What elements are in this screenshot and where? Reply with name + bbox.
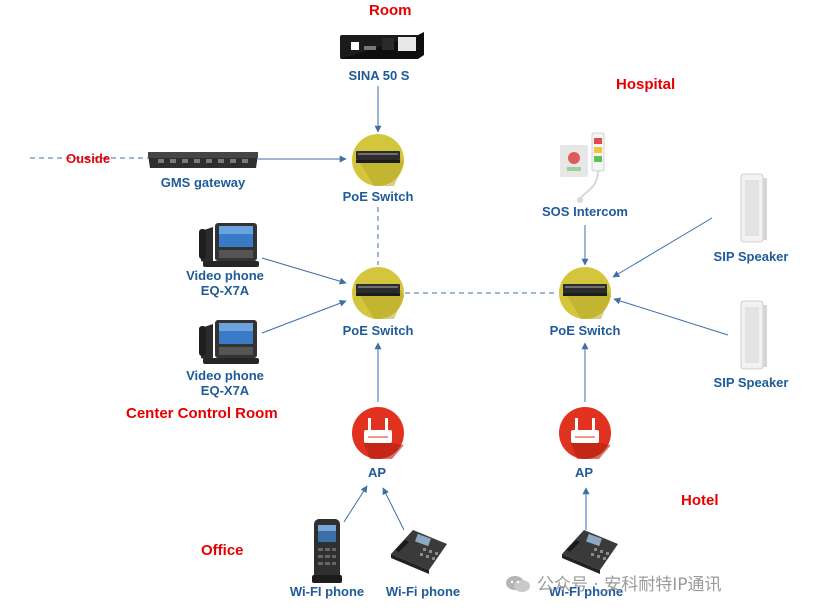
link-video1-to-switch [261, 257, 347, 285]
label-sip-speaker-2: SIP Speaker [713, 375, 789, 390]
zone-label-office: Office [201, 542, 244, 559]
label-ap-right: AP [574, 465, 594, 480]
video-phone-2-icon [199, 320, 259, 364]
zone-label-outside: Ouside [66, 151, 111, 166]
label-wifi-phone-1: Wi-FI phone [289, 584, 365, 599]
zone-label-hotel: Hotel [681, 492, 719, 509]
label-poe-switch-right: PoE Switch [549, 323, 621, 338]
label-poe-switch-top: PoE Switch [342, 189, 414, 204]
link-wifi2-to-ap [382, 487, 405, 531]
link-speaker1-to-switch [612, 217, 713, 278]
label-wifi-phone-3: Wi-FI phone [548, 584, 624, 599]
zone-label-hospital: Hospital [616, 76, 676, 93]
ap-right-icon [559, 407, 611, 459]
watermark-text: 公众号 · 安科耐特IP通讯 [537, 575, 722, 595]
label-gms-gateway: GMS gateway [160, 175, 246, 190]
link-speaker2-to-switch [613, 297, 729, 336]
sina-device-icon [340, 32, 424, 59]
sip-speaker-2-icon [740, 300, 768, 370]
wifi-desk-phone-1-icon [391, 530, 447, 574]
label-wifi-phone-2: Wi-Fi phone [385, 584, 461, 599]
link-wifi1-to-ap [343, 485, 368, 523]
sip-speaker-1-icon [740, 173, 768, 243]
sos-intercom-icon [560, 132, 605, 203]
label-video-phone-2: Video phone EQ-X7A [186, 368, 264, 398]
label-poe-switch-left: PoE Switch [342, 323, 414, 338]
label-sip-speaker-1: SIP Speaker [713, 249, 789, 264]
gms-gateway-icon [148, 152, 258, 168]
poe-switch-top-icon [352, 134, 404, 186]
zone-label-center-control-room: Center Control Room [126, 405, 278, 422]
wifi-desk-phone-2-icon [562, 530, 618, 574]
poe-switch-right-icon [559, 267, 611, 319]
wifi-handset-icon [312, 519, 342, 583]
video-phone-1-icon [199, 223, 259, 267]
label-ap-left: AP [367, 465, 387, 480]
ap-left-icon [352, 407, 404, 459]
zone-label-room: Room [369, 2, 412, 19]
watermark: 公众号 · 安科耐特IP通讯 [505, 570, 721, 595]
link-video2-to-switch [261, 299, 347, 334]
label-sos-intercom: SOS Intercom [542, 204, 628, 219]
poe-switch-left-icon [352, 267, 404, 319]
label-sina: SINA 50 S [348, 68, 410, 83]
label-video-phone-1: Video phone EQ-X7A [186, 268, 264, 298]
wechat-icon [506, 576, 530, 592]
